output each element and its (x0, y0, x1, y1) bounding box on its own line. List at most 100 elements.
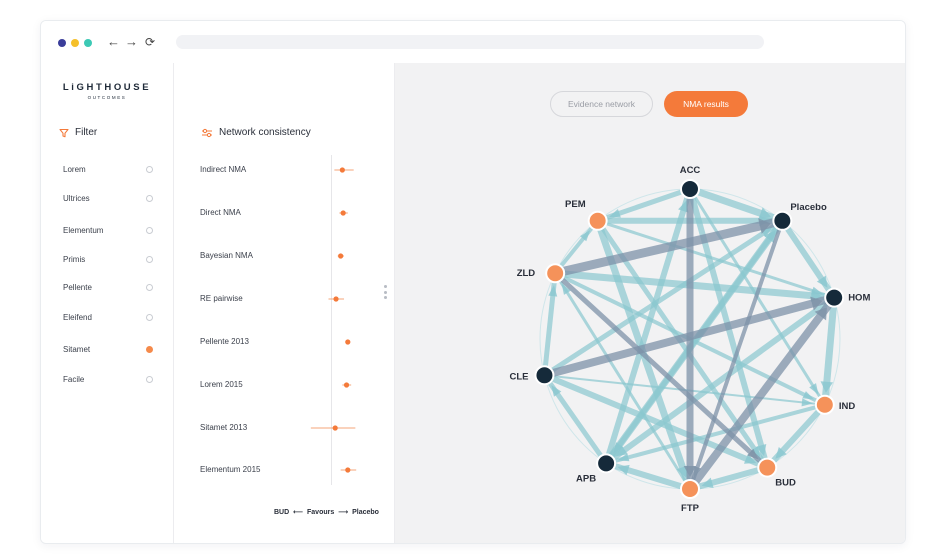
reload-icon[interactable]: ⟳ (145, 35, 156, 49)
filter-item-label: Eleifend (63, 313, 92, 322)
network-edge-apb-acc[interactable] (603, 188, 693, 465)
edge-arrowhead (743, 453, 757, 464)
filter-radio[interactable] (146, 195, 153, 202)
network-edge-placebo-ftp[interactable] (688, 220, 785, 490)
node-pem[interactable] (587, 210, 608, 231)
edge-arrowhead (747, 448, 759, 460)
network-edge-ftp-zld[interactable] (553, 272, 692, 490)
sliders-icon (202, 128, 212, 137)
node-label-placebo: Placebo (790, 202, 827, 213)
filter-radio[interactable] (146, 284, 153, 291)
filter-radio[interactable] (146, 227, 153, 234)
node-placebo[interactable] (772, 210, 793, 231)
forest-estimate-point[interactable] (345, 339, 351, 345)
forest-estimate-point[interactable] (343, 382, 350, 388)
filter-radio[interactable] (146, 256, 153, 263)
consistency-row: Bayesian NMA (200, 249, 370, 263)
consistency-row-label: Pellente 2013 (200, 337, 249, 346)
network-edge-pem-hom[interactable] (597, 219, 835, 300)
node-zld[interactable] (545, 263, 566, 284)
edge-arrowhead (561, 283, 571, 295)
edge-arrowhead (551, 385, 562, 397)
filter-radio[interactable] (146, 314, 153, 321)
network-edge-zld-hom[interactable] (554, 269, 835, 302)
edge-arrowhead (758, 207, 772, 220)
favours-label: Favours (307, 509, 335, 516)
network-edge-ftp-hom[interactable] (686, 295, 838, 492)
edge-arrowhead (683, 466, 697, 477)
edge-arrowhead (701, 477, 714, 489)
edge-arrowhead (801, 398, 813, 407)
address-bar[interactable] (176, 35, 764, 49)
back-arrow-icon[interactable]: ← (107, 34, 120, 49)
filter-item-label: Pellente (63, 283, 92, 292)
filter-item-label: Ultrices (63, 194, 90, 203)
forest-estimate-point[interactable] (345, 467, 351, 473)
edge-arrowhead (809, 383, 819, 395)
forest-estimate-point[interactable] (340, 210, 346, 216)
node-label-ind: IND (839, 401, 856, 412)
window-dot-3[interactable] (84, 39, 92, 47)
logo-main-text: LiGHTHOUSE (62, 82, 152, 93)
filter-item-lorem[interactable]: Lorem (63, 163, 153, 177)
node-ftp[interactable] (680, 479, 700, 499)
filter-label: Filter (75, 127, 98, 138)
filter-icon (59, 128, 69, 137)
brand-logo: LiGHTHOUSE OUTCOMES (61, 82, 153, 100)
consistency-row: Direct NMA (200, 206, 370, 220)
edge-arrowhead (802, 391, 815, 400)
window-dot-1[interactable] (58, 39, 66, 47)
consistency-row-label: Elementum 2015 (200, 465, 261, 474)
panel-resize-handle[interactable] (384, 285, 388, 302)
filter-item-primis[interactable]: Primis (63, 253, 153, 267)
edge-arrowhead (615, 445, 628, 457)
filter-radio[interactable] (146, 376, 153, 383)
network-edge-zld-placebo[interactable] (554, 216, 784, 278)
filter-item-elementum[interactable]: Elementum (63, 224, 153, 238)
network-edge-ind-apb[interactable] (605, 402, 826, 466)
forest-estimate-point[interactable] (339, 167, 345, 173)
consistency-row-label: Indirect NMA (200, 165, 247, 174)
network-edge-cle-bud[interactable] (543, 372, 769, 471)
tab-nma-results[interactable]: NMA results (664, 91, 748, 117)
tab-evidence-network[interactable]: Evidence network (550, 91, 653, 117)
filter-radio[interactable] (146, 346, 153, 353)
filter-item-eleifend[interactable]: Eleifend (63, 311, 153, 325)
right-arrow-icon: ⟶ (336, 509, 351, 516)
left-arrow-icon: ⟵ (291, 509, 306, 516)
node-cle[interactable] (534, 365, 555, 386)
forest-null-line (331, 155, 332, 485)
filter-item-label: Lorem (63, 165, 86, 174)
node-label-hom: HOM (848, 293, 870, 304)
node-acc[interactable] (680, 179, 700, 199)
filter-header[interactable]: Filter (59, 127, 97, 138)
edge-arrowhead (693, 465, 702, 478)
favours-legend: BUD ⟵ Favours ⟶ Placebo (274, 508, 379, 516)
forest-estimate-point[interactable] (338, 253, 344, 259)
network-edge-zld-bud[interactable] (553, 271, 769, 470)
edge-arrowhead (678, 200, 689, 213)
node-bud[interactable] (757, 457, 778, 478)
node-label-ftp: FTP (681, 503, 700, 514)
window-dot-2[interactable] (71, 39, 79, 47)
node-label-pem: PEM (565, 199, 586, 210)
favours-left-label: BUD (274, 509, 290, 516)
title-bar: ← → ⟳ (41, 21, 905, 63)
forward-arrow-icon[interactable]: → (125, 34, 138, 49)
network-edge-zld-pem[interactable] (553, 219, 600, 275)
node-apb[interactable] (596, 453, 617, 474)
filter-item-pellente[interactable]: Pellente (63, 281, 153, 295)
filter-item-ultrices[interactable]: Ultrices (63, 192, 153, 206)
filter-item-facile[interactable]: Facile (63, 373, 153, 387)
node-label-cle: CLE (509, 371, 528, 382)
node-ind[interactable] (814, 394, 835, 415)
edge-arrowhead (613, 442, 624, 454)
network-edge-cle-placebo[interactable] (543, 218, 784, 378)
filter-item-sitamet[interactable]: Sitamet (63, 343, 153, 357)
node-hom[interactable] (824, 287, 845, 308)
forest-estimate-point[interactable] (332, 425, 338, 431)
forest-estimate-point[interactable] (333, 296, 339, 302)
network-edge-hom-apb[interactable] (604, 295, 836, 466)
filter-radio[interactable] (146, 166, 153, 173)
edge-arrowhead (758, 218, 771, 234)
